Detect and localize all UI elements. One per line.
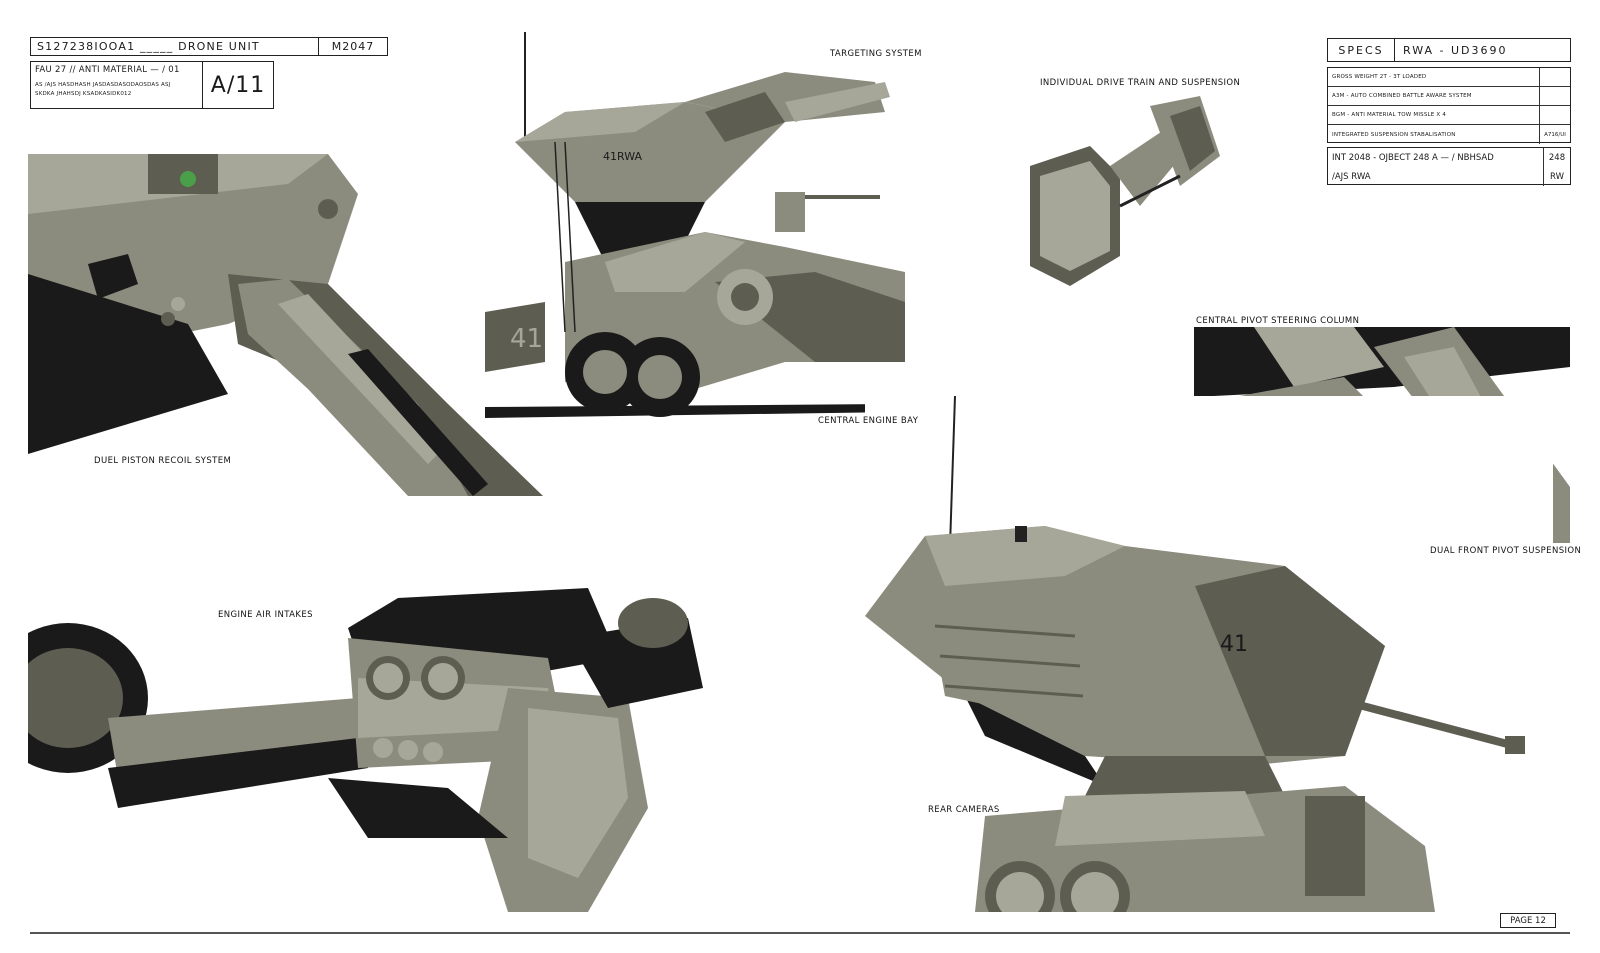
specs-title: RWA - UD3690 bbox=[1403, 43, 1508, 57]
sheet-code: A/11 bbox=[210, 72, 266, 98]
label-drive-train: INDIVIDUAL DRIVE TRAIN AND SUSPENSION bbox=[1040, 78, 1241, 88]
unit-subtitle: FAU 27 // ANTI MATERIAL — / 01 bbox=[35, 65, 180, 75]
bottom-rule bbox=[30, 932, 1570, 934]
page-number-badge: PAGE 12 bbox=[1500, 913, 1556, 928]
specs-table: GROSS WEIGHT 2T - 3T LOADED A3M - AUTO C… bbox=[1327, 67, 1571, 144]
rear-cameras-render: 41 bbox=[865, 396, 1553, 912]
unit-text-decal: 41RWA bbox=[603, 150, 642, 163]
label-steering-column: CENTRAL PIVOT STEERING COLUMN bbox=[1196, 316, 1360, 326]
model-code: M2047 bbox=[331, 40, 375, 53]
label-engine-bay: CENTRAL ENGINE BAY bbox=[818, 416, 919, 426]
drone-unit-header: S127238IOOA1 _____ DRONE UNIT M2047 bbox=[30, 37, 388, 56]
specs-header: SPECS RWA - UD3690 bbox=[1327, 38, 1571, 62]
unit-note-2: SKDKA JHAHSDJ KSADKASIDK012 bbox=[35, 91, 132, 97]
label-front-pivot: DUAL FRONT PIVOT SUSPENSION bbox=[1430, 546, 1582, 556]
unit-note-1: AS /AJS HASDHASH JASDASDASODAOSDAS ASJ bbox=[35, 82, 171, 88]
spec-row: A3M - AUTO COMBINED BATTLE AWARE SYSTEM bbox=[1328, 87, 1570, 106]
spec-row: BGM - ANTI MATERIAL TOW MISSLE X 4 bbox=[1328, 106, 1570, 125]
targeting-system-render: 41 41RWA bbox=[485, 32, 915, 418]
unit-subheader: FAU 27 // ANTI MATERIAL — / 01 AS /AJS H… bbox=[30, 61, 274, 109]
drive-train-render bbox=[1030, 96, 1230, 286]
turret-number-decal: 41 bbox=[1220, 632, 1248, 657]
specs-label: SPECS bbox=[1328, 39, 1395, 61]
label-rear-cameras: REAR CAMERAS bbox=[928, 805, 1000, 815]
label-air-intakes: ENGINE AIR INTAKES bbox=[218, 610, 313, 620]
label-recoil-system: DUEL PISTON RECOIL SYSTEM bbox=[94, 456, 232, 466]
spec-row: GROSS WEIGHT 2T - 3T LOADED bbox=[1328, 68, 1570, 87]
unit-number-decal: 41 bbox=[510, 324, 543, 354]
label-targeting-system: TARGETING SYSTEM bbox=[830, 49, 922, 59]
engine-air-intakes-render bbox=[28, 578, 703, 912]
unit-code: S127238IOOA1 _____ DRONE UNIT bbox=[31, 38, 319, 55]
recoil-system-render bbox=[28, 154, 543, 496]
